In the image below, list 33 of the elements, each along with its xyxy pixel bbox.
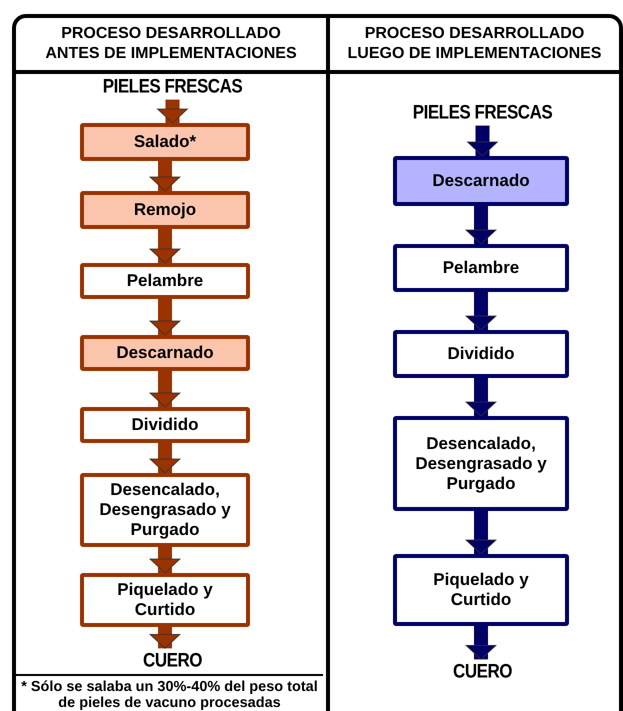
arrow bbox=[466, 378, 496, 416]
arrow bbox=[466, 626, 496, 660]
column-heading: PROCESO DESARROLLADO LUEGO DE IMPLEMENTACIONES bbox=[330, 18, 619, 74]
arrow bbox=[150, 229, 180, 264]
process-box: Piquelado y Curtido bbox=[80, 573, 250, 627]
terminal-label: PIELES FRESCAS bbox=[90, 74, 255, 100]
arrow bbox=[150, 547, 180, 574]
process-box: Piquelado y Curtido bbox=[393, 554, 569, 626]
process-box: Pelambre bbox=[80, 263, 250, 299]
arrow bbox=[150, 443, 180, 474]
process-box: Remojo bbox=[80, 191, 250, 229]
arrow bbox=[466, 206, 496, 244]
arrow bbox=[150, 161, 180, 192]
arrow bbox=[150, 299, 180, 336]
process-box: Dividido bbox=[80, 407, 250, 443]
process-box: Dividido bbox=[393, 330, 569, 378]
column-heading: PROCESO DESARROLLADO ANTES DE IMPLEMENTACIONES bbox=[16, 18, 326, 74]
process-box: Desencalado, Desengrasado y Purgado bbox=[393, 416, 569, 511]
process-box: Salado* bbox=[80, 123, 250, 161]
process-box: Desencalado, Desengrasado y Purgado bbox=[80, 473, 250, 547]
arrow bbox=[466, 292, 496, 330]
arrow bbox=[157, 100, 188, 124]
process-box: Descarnado bbox=[80, 335, 250, 371]
arrow bbox=[150, 627, 180, 649]
process-box: Pelambre bbox=[393, 244, 569, 292]
terminal-label: CUERO bbox=[435, 659, 530, 685]
footnote: * Sólo se salaba un 30%-40% del peso total de pieles de vacuno procesadas bbox=[16, 674, 323, 711]
terminal-label: PIELES FRESCAS bbox=[400, 100, 565, 126]
arrow bbox=[150, 371, 180, 408]
terminal-label: CUERO bbox=[125, 648, 220, 674]
arrow bbox=[467, 126, 498, 156]
arrow bbox=[466, 511, 496, 554]
process-box: Descarnado bbox=[393, 156, 569, 206]
